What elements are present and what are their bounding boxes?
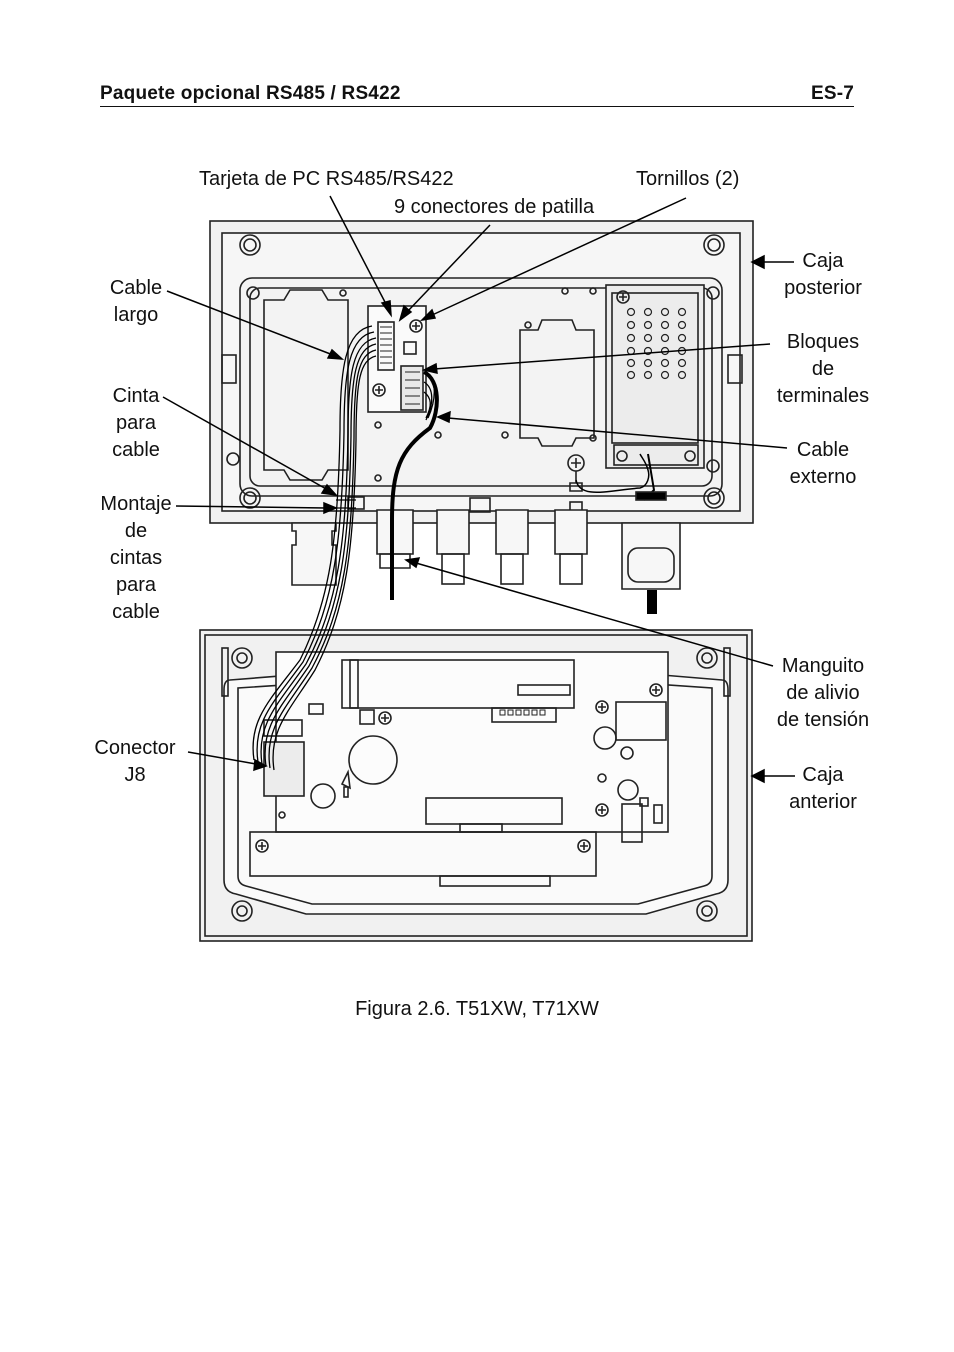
ribbon-cable xyxy=(252,325,377,771)
label-montaje-line2: de xyxy=(124,520,148,542)
label-cable-externo: Cable externo xyxy=(770,437,876,491)
label-montaje-line1: Montaje xyxy=(100,493,172,515)
label-montaje: Montaje de cintas para cable xyxy=(94,491,178,626)
label-caja-anterior-line1: Caja xyxy=(802,764,844,786)
label-cable-externo-line1: Cable xyxy=(796,439,850,461)
label-caja-anterior-line2: anterior xyxy=(789,791,857,813)
label-montaje-line3: cintas xyxy=(109,547,163,569)
label-manguito-line3: de tensión xyxy=(776,709,870,731)
label-caja-posterior-line2: posterior xyxy=(784,277,862,299)
header-rule xyxy=(100,106,854,107)
label-cable-largo-line2: largo xyxy=(113,304,159,326)
label-caja-posterior-line1: Caja xyxy=(802,250,844,272)
label-conector-j8-line1: Conector xyxy=(94,737,176,759)
label-manguito-line2: de alivio xyxy=(786,682,860,704)
label-cable-largo: Cable largo xyxy=(96,275,176,329)
label-conector-j8: Conector J8 xyxy=(90,735,180,789)
label-cable-largo-line1: Cable xyxy=(109,277,163,299)
label-tarjeta-pc: Tarjeta de PC RS485/RS422 xyxy=(199,168,454,190)
label-cable-externo-line2: externo xyxy=(789,466,857,488)
cable-glands xyxy=(291,509,681,590)
label-bloques-line1: Bloques xyxy=(786,331,860,353)
label-cinta-line2: para xyxy=(115,412,157,434)
label-caja-anterior: Caja anterior xyxy=(770,762,876,816)
page-number: ES-7 xyxy=(810,83,854,104)
rear-enclosure xyxy=(209,220,754,524)
external-cable xyxy=(390,370,439,600)
figure-caption: Figura 2.6. T51XW, T71XW xyxy=(355,998,599,1020)
label-manguito: Manguito de alivio de tensión xyxy=(770,653,876,734)
label-bloques: Bloques de terminales xyxy=(770,329,876,410)
leader-lines xyxy=(162,195,795,784)
front-enclosure xyxy=(199,629,753,942)
label-tornillos: Tornillos (2) xyxy=(636,168,740,190)
label-montaje-line4: para xyxy=(115,574,157,596)
label-montaje-line5: cable xyxy=(112,601,160,623)
label-bloques-line2: de xyxy=(811,358,835,380)
label-cinta-line3: cable xyxy=(112,439,160,461)
label-cinta-line1: Cinta xyxy=(112,385,160,407)
label-bloques-line3: terminales xyxy=(776,385,870,407)
label-conectores: 9 conectores de patilla xyxy=(394,196,595,218)
label-manguito-line1: Manguito xyxy=(781,655,865,677)
label-caja-posterior: Caja posterior xyxy=(770,248,876,302)
label-conector-j8-line2: J8 xyxy=(124,764,146,786)
section-title: Paquete opcional RS485 / RS422 xyxy=(100,83,401,104)
label-cinta: Cinta para cable xyxy=(96,383,176,464)
